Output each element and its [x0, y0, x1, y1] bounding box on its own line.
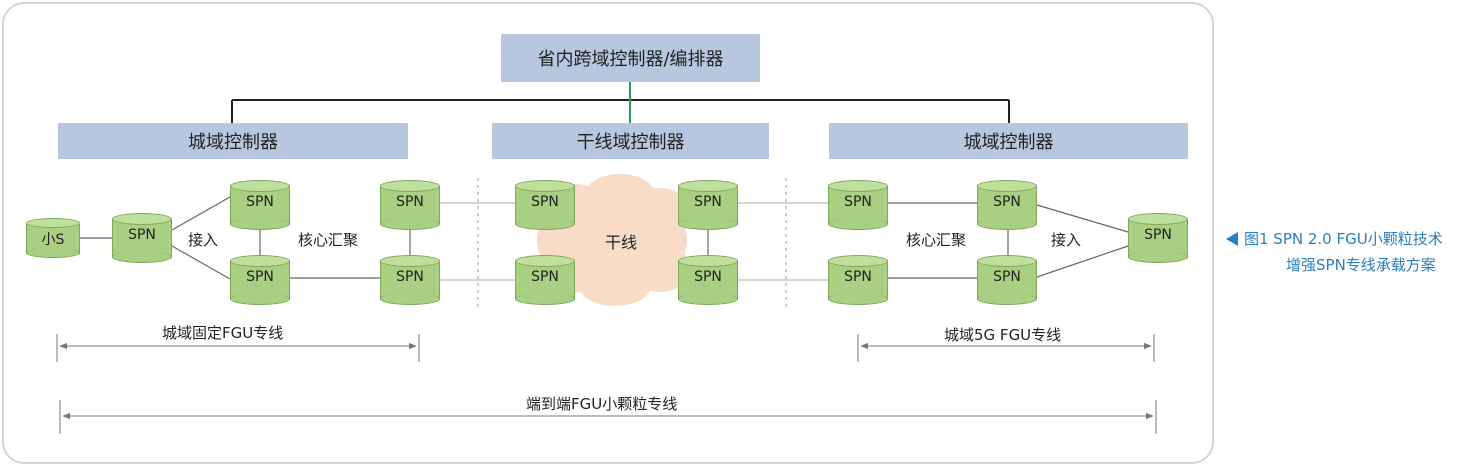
metro-fixed-fgu-span-label: 城域固定FGU专线	[162, 324, 284, 342]
hierarchy-lines	[231, 99, 1010, 123]
cross-domain-orchestrator-label: 省内跨域控制器/编排器	[537, 49, 724, 70]
spn-node-trunk-top-left: SPN	[515, 180, 575, 230]
spn-node-trunk-bottom-left: SPN	[515, 255, 575, 305]
domain-separators	[477, 178, 787, 308]
spn-label: SPN	[396, 194, 424, 210]
left-metro-controller-label: 城域控制器	[188, 132, 278, 153]
trunk-label: 干线	[605, 233, 638, 252]
spn-label: SPN	[246, 269, 274, 285]
access-label-right: 接入	[1051, 231, 1082, 249]
core-aggregation-label-right: 核心汇聚	[906, 231, 967, 249]
spn-label: SPN	[128, 227, 156, 243]
spn-node-right-core-top-b: SPN	[977, 180, 1037, 230]
trunk-controller-label: 干线域控制器	[576, 132, 685, 153]
trunk-controller-box: 干线域控制器	[492, 123, 769, 159]
small-s-node: 小S	[26, 218, 80, 258]
spn-label: SPN	[531, 269, 559, 285]
left-metro-controller-box: 城域控制器	[58, 123, 408, 159]
caption-line-2: 增强SPN专线承载方案	[1286, 256, 1436, 274]
caption-pointer-icon	[1226, 232, 1238, 246]
end-to-end-fgu-span-label: 端到端FGU小颗粒专线	[526, 395, 678, 413]
spn-label: SPN	[694, 269, 722, 285]
diagram-frame	[2, 2, 1214, 464]
spn-node-right-core-bottom-b: SPN	[977, 255, 1037, 305]
right-metro-controller-box: 城域控制器	[829, 123, 1188, 159]
spn-node-trunk-top-right: SPN	[678, 180, 738, 230]
spn-node-right-core-bottom-a: SPN	[828, 255, 888, 305]
spn-node-left-core-top-b: SPN	[380, 180, 440, 230]
span-lines	[56, 334, 1157, 434]
spn-node-trunk-bottom-right: SPN	[678, 255, 738, 305]
right-metro-controller-label: 城域控制器	[963, 132, 1054, 153]
spn-node-left-core-bottom-a: SPN	[230, 255, 290, 305]
spn-label: SPN	[993, 269, 1021, 285]
caption-line-1: 图1 SPN 2.0 FGU小颗粒技术	[1244, 230, 1443, 248]
spn-label: SPN	[694, 194, 722, 210]
inter-domain-links	[440, 202, 828, 281]
spn-node-left-core-top-a: SPN	[230, 180, 290, 230]
spn-node-left-core-bottom-b: SPN	[380, 255, 440, 305]
cross-domain-orchestrator-box: 省内跨域控制器/编排器	[501, 34, 760, 82]
network-links	[80, 196, 1129, 280]
spn-node-right-access: SPN	[1128, 213, 1188, 263]
small-s-label: 小S	[41, 232, 65, 248]
metro-5g-fgu-span-label: 城域5G FGU专线	[944, 326, 1062, 344]
spn-label: SPN	[1144, 227, 1172, 243]
spn-node-right-core-top-a: SPN	[828, 180, 888, 230]
access-label-left: 接入	[188, 231, 219, 249]
spn-label: SPN	[844, 194, 872, 210]
spn-label: SPN	[844, 269, 872, 285]
spn-node-left-access: SPN	[112, 213, 172, 263]
spn-label: SPN	[396, 269, 424, 285]
spn-label: SPN	[531, 194, 559, 210]
spn-label: SPN	[993, 194, 1021, 210]
core-aggregation-label-left: 核心汇聚	[298, 231, 359, 249]
figure-caption: 图1 SPN 2.0 FGU小颗粒技术 增强SPN专线承载方案	[1226, 226, 1443, 278]
spn-label: SPN	[246, 194, 274, 210]
